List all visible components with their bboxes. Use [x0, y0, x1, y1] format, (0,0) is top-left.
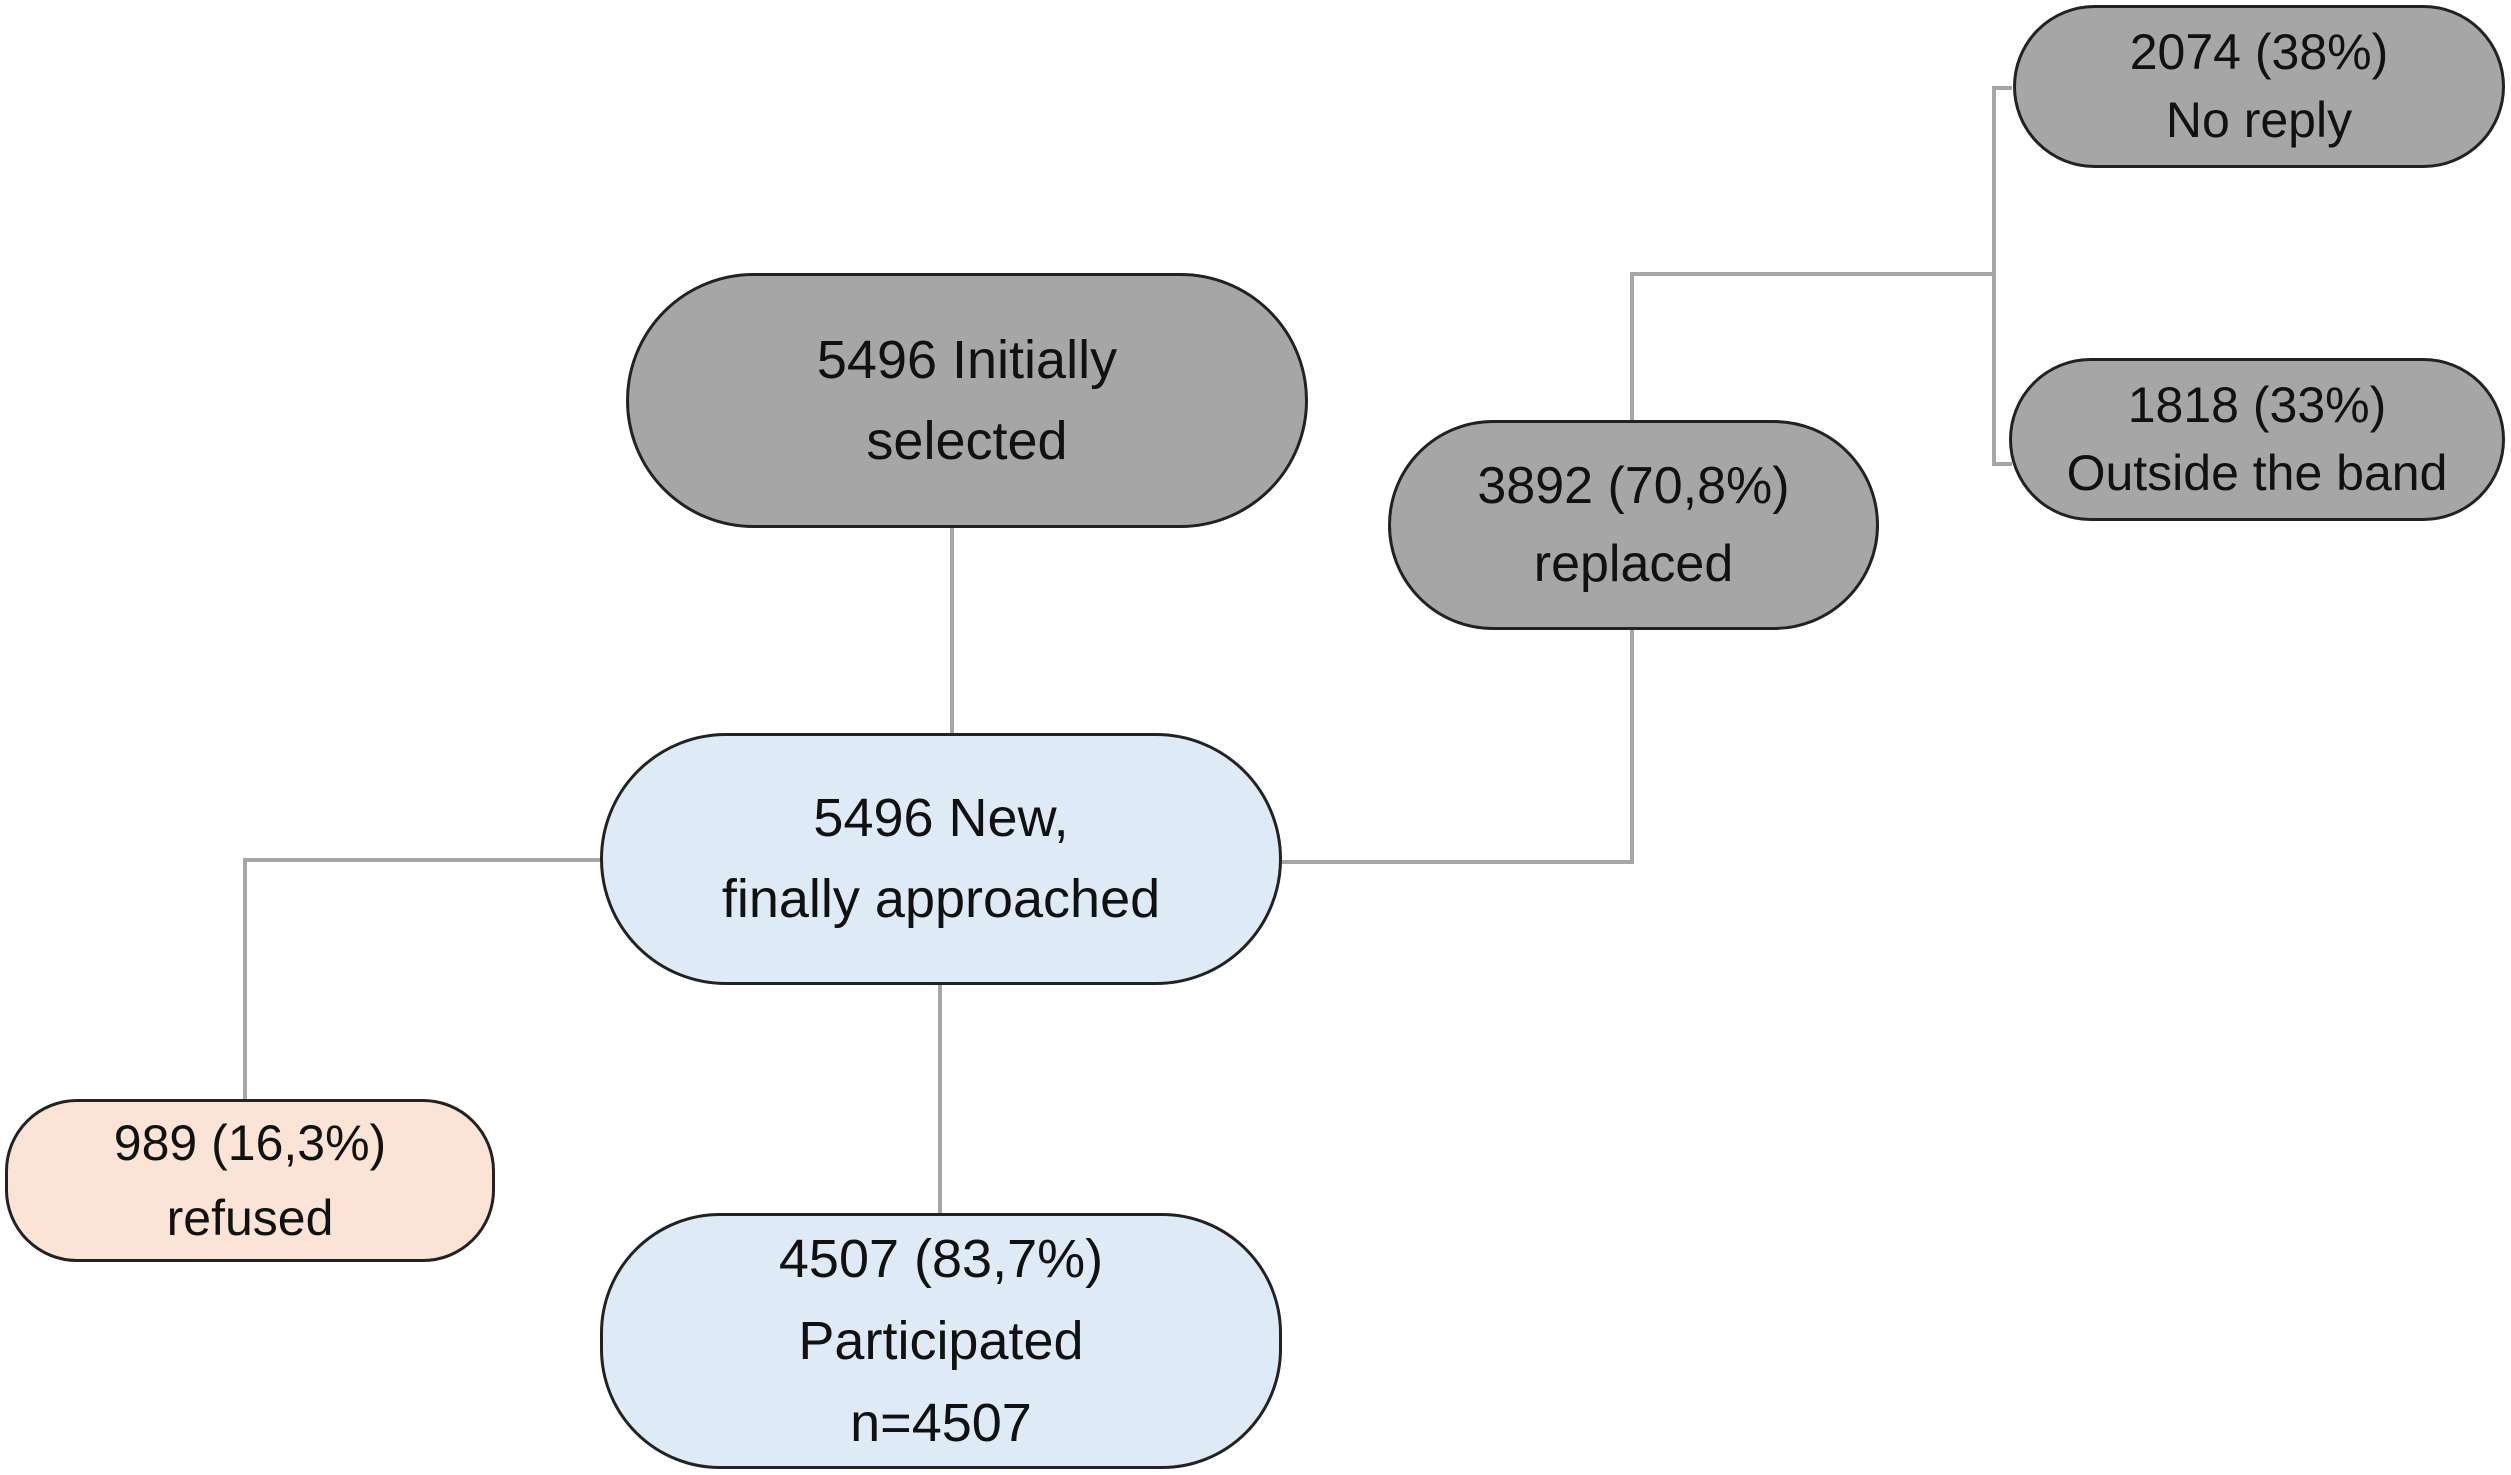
node-no-reply: 2074 (38%) No reply [2013, 5, 2505, 168]
node-refused-line2: refused [166, 1189, 334, 1246]
node-outside-band-line2: Outside the band [2066, 444, 2448, 501]
node-new-approached-line1: 5496 New, [813, 788, 1069, 848]
node-new-approached: 5496 New, finally approached [600, 733, 1282, 985]
node-no-reply-line2: No reply [2165, 91, 2353, 148]
node-participated: 4507 (83,7%) Participated n=4507 [600, 1213, 1282, 1469]
node-initially-selected-line2: selected [866, 410, 1068, 471]
node-participated-line3: n=4507 [850, 1393, 1032, 1454]
node-outside-band: 1818 (33%) Outside the band [2009, 358, 2505, 521]
node-no-reply-line1: 2074 (38%) [2129, 24, 2389, 80]
node-refused-line1: 989 (16,3%) [113, 1114, 387, 1171]
node-replaced: 3892 (70,8%) replaced [1388, 420, 1879, 630]
node-refused: 989 (16,3%) refused [5, 1099, 495, 1262]
node-initially-selected: 5496 Initially selected [626, 273, 1308, 528]
node-new-approached-line2: finally approached [721, 869, 1161, 929]
node-participated-line2: Participated [798, 1310, 1084, 1371]
node-replaced-line1: 3892 (70,8%) [1477, 457, 1790, 515]
node-initially-selected-line1: 5496 Initially [816, 329, 1118, 390]
node-outside-band-line1: 1818 (33%) [2127, 377, 2387, 433]
node-participated-line1: 4507 (83,7%) [778, 1228, 1104, 1289]
node-replaced-line2: replaced [1533, 535, 1734, 593]
